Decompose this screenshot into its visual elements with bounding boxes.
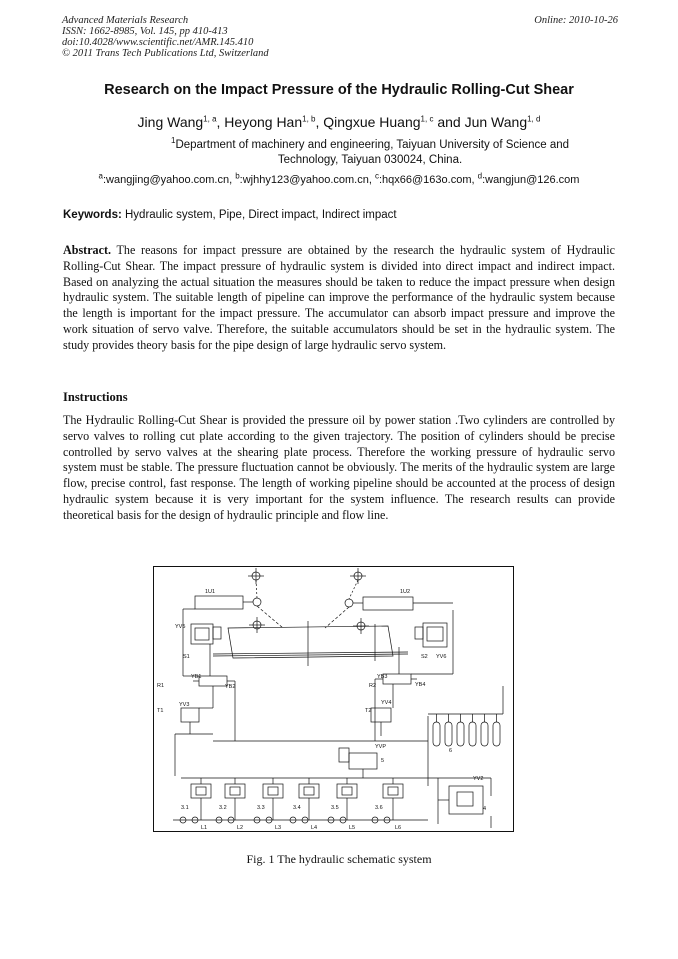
label-yv6: YV6 bbox=[436, 654, 446, 660]
journal-copyright: © 2011 Trans Tech Publications Ltd, Swit… bbox=[62, 48, 269, 59]
author-superscript: 1, b bbox=[302, 114, 316, 124]
label-pump-3-2: 3.2 bbox=[219, 805, 227, 811]
label-yv2: YV2 bbox=[473, 776, 483, 782]
email-superscript: a bbox=[98, 171, 103, 181]
author-superscript: 1, d bbox=[527, 114, 541, 124]
instructions-paragraph: The Hydraulic Rolling-Cut Shear is provi… bbox=[63, 413, 615, 522]
right-valve-group bbox=[370, 602, 454, 741]
author-name: Jing Wang bbox=[137, 114, 204, 130]
label-yb1: YB1 bbox=[191, 674, 201, 680]
online-date: Online: 2010-10-26 bbox=[534, 15, 618, 26]
label-s2: S2 bbox=[421, 654, 428, 660]
label-pump-3-1: 3.1 bbox=[181, 805, 189, 811]
label-t1: T1 bbox=[157, 708, 163, 714]
label-yv4: YV4 bbox=[381, 700, 391, 706]
author-superscript: 1, c bbox=[420, 114, 434, 124]
label-motor-l4: L4 bbox=[311, 825, 317, 831]
journal-issn: ISSN: 1662-8985, Vol. 145, pp 410-413 bbox=[62, 26, 228, 37]
pump-units bbox=[173, 777, 492, 828]
keywords: Keywords: Hydraulic system, Pipe, Direct… bbox=[63, 209, 619, 221]
cylinder-left bbox=[194, 595, 244, 610]
keywords-text: Hydraulic system, Pipe, Direct impact, I… bbox=[121, 209, 397, 221]
affiliation-line-1: Department of machinery and engineering,… bbox=[175, 139, 570, 151]
author-superscript: 1, a bbox=[203, 114, 217, 124]
label-5: 5 bbox=[381, 758, 384, 764]
label-pump-3-4: 3.4 bbox=[293, 805, 301, 811]
left-valve-group bbox=[174, 608, 236, 776]
abstract-label: Abstract. bbox=[63, 243, 112, 257]
email-superscript: d bbox=[477, 171, 483, 181]
affiliation-superscript: 1 bbox=[170, 136, 176, 146]
upper-blade bbox=[227, 625, 394, 659]
figure-caption: Fig. 1 The hydraulic schematic system bbox=[246, 852, 432, 866]
label-pump-3-5: 3.5 bbox=[331, 805, 339, 811]
author-name: Heyong Han bbox=[224, 114, 303, 130]
label-cylinder-1: 1U1 bbox=[205, 589, 215, 595]
affiliation: 1Department of machinery and engineering… bbox=[140, 136, 600, 168]
abstract-text: The reasons for impact pressure are obta… bbox=[63, 243, 615, 352]
journal-doi: doi:10.4028/www.scientific.net/AMR.145.4… bbox=[62, 37, 254, 48]
email-address[interactable]: wjhhy123@yahoo.com.cn, bbox=[242, 174, 375, 186]
label-4: 4 bbox=[483, 806, 486, 812]
label-r2: R2 bbox=[369, 683, 376, 689]
label-yb3: YB3 bbox=[377, 674, 387, 680]
figure-border bbox=[153, 566, 514, 832]
label-6: 6 bbox=[449, 748, 452, 754]
figure-labels: 1U1 1U2 YV5 S1 YV6 S2 R1 R2 YB1 YB2 YB3 … bbox=[157, 589, 486, 831]
label-yb2: YB2 bbox=[225, 684, 235, 690]
label-motor-l3: L3 bbox=[275, 825, 281, 831]
accumulator-bank bbox=[427, 686, 504, 786]
author-name: Jun Wang bbox=[464, 114, 528, 130]
abstract: Abstract. The reasons for impact pressur… bbox=[63, 243, 615, 354]
label-motor-l1: L1 bbox=[201, 825, 207, 831]
shear-mechanism bbox=[194, 568, 414, 666]
label-pump-3-3: 3.3 bbox=[257, 805, 265, 811]
section-heading: Instructions bbox=[63, 390, 128, 404]
email-superscript: c bbox=[374, 171, 379, 181]
email-address[interactable]: wangjing@yahoo.com.cn, bbox=[106, 174, 236, 186]
label-motor-l6: L6 bbox=[395, 825, 401, 831]
email-list: a:wangjing@yahoo.com.cn, b:wjhhy123@yaho… bbox=[98, 171, 580, 186]
hydraulic-schematic-figure: 1U1 1U2 YV5 S1 YV6 S2 R1 R2 YB1 YB2 YB3 … bbox=[153, 566, 514, 832]
label-s1: S1 bbox=[183, 654, 190, 660]
label-yvp: YVP bbox=[375, 744, 386, 750]
label-r1: R1 bbox=[157, 683, 164, 689]
email-superscript: b bbox=[235, 171, 240, 181]
email-address[interactable]: wangjun@126.com bbox=[485, 174, 580, 186]
label-yv3: YV3 bbox=[179, 702, 189, 708]
email-address[interactable]: hqx66@163o.com, bbox=[382, 174, 478, 186]
label-yv5: YV5 bbox=[175, 624, 185, 630]
cylinder-right bbox=[362, 596, 414, 611]
label-pump-3-6: 3.6 bbox=[375, 805, 383, 811]
label-yb4: YB4 bbox=[415, 682, 425, 688]
label-motor-l5: L5 bbox=[349, 825, 355, 831]
label-t2: T2 bbox=[365, 708, 371, 714]
paper-title: Research on the Impact Pressure of the H… bbox=[104, 82, 574, 98]
journal-header: Advanced Materials Research ISSN: 1662-8… bbox=[62, 15, 618, 59]
relief-valve bbox=[213, 740, 428, 778]
keywords-label: Keywords: bbox=[63, 209, 122, 221]
label-cylinder-2: 1U2 bbox=[400, 589, 410, 595]
author-list: Jing Wang1, a, Heyong Han1, b, Qingxue H… bbox=[137, 114, 541, 130]
author-name: Qingxue Huang bbox=[323, 114, 421, 130]
affiliation-line-2: Technology, Taiyuan 030024, China. bbox=[277, 154, 463, 166]
journal-name: Advanced Materials Research bbox=[62, 15, 189, 26]
label-motor-l2: L2 bbox=[237, 825, 243, 831]
